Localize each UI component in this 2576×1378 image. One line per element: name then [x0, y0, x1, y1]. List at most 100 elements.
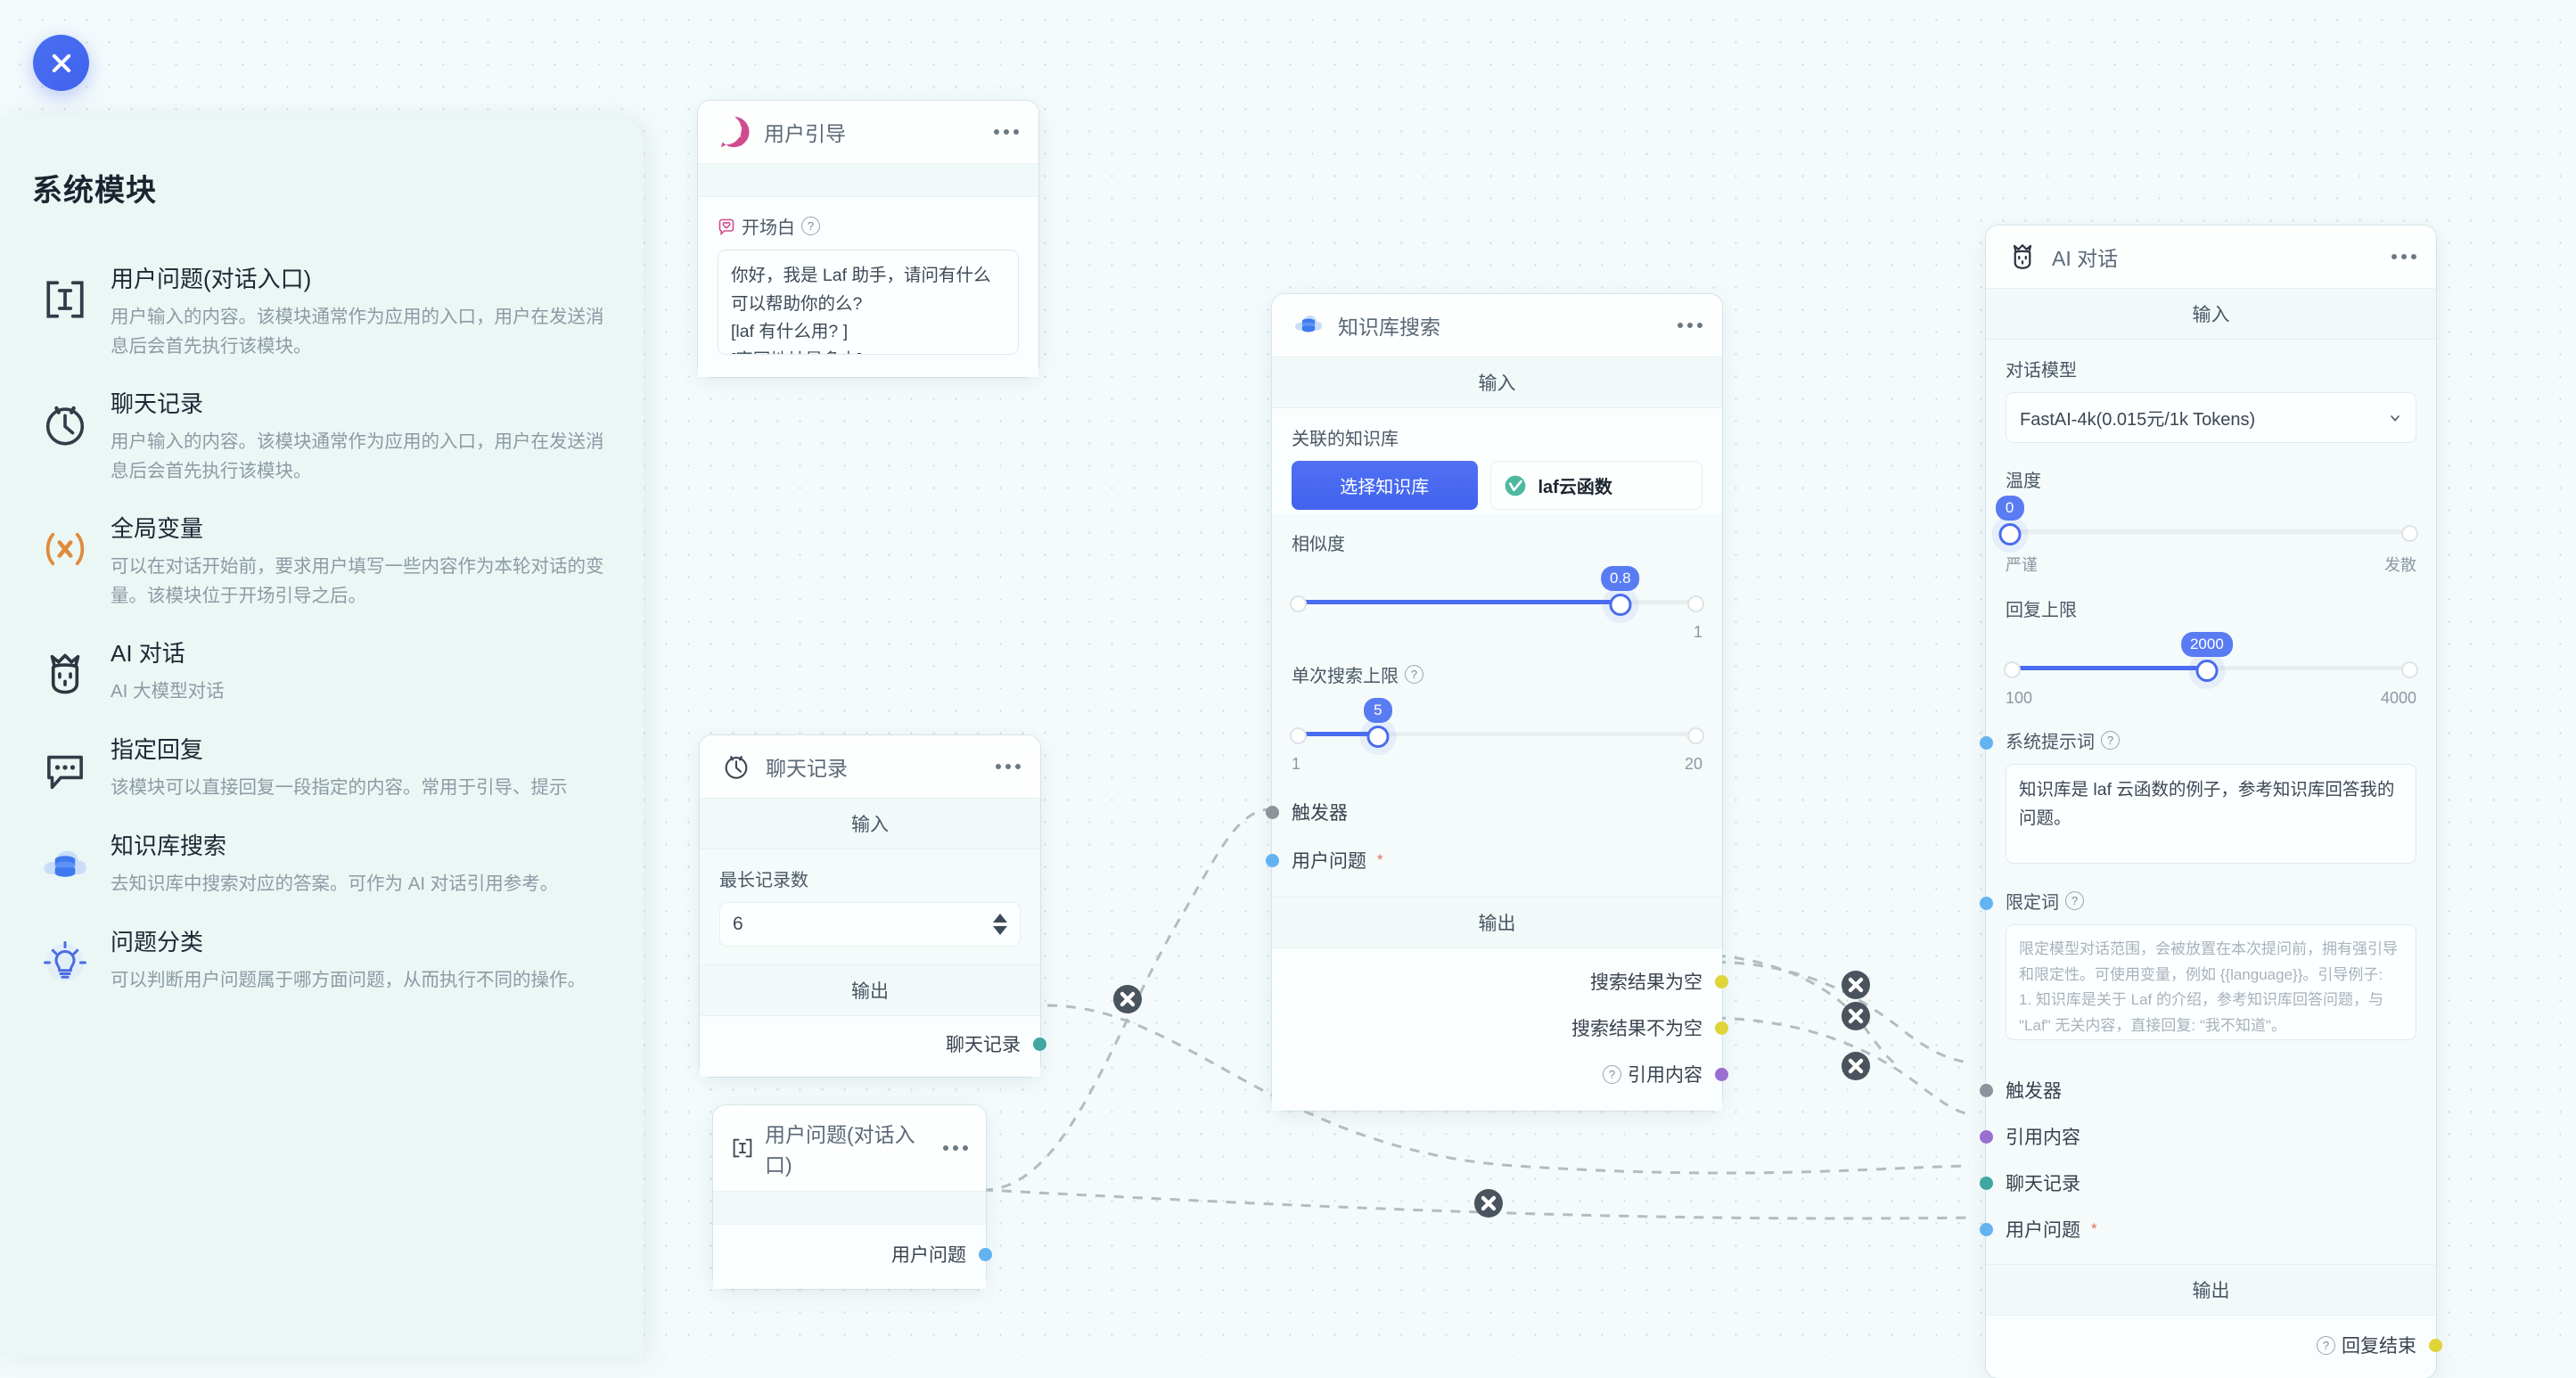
slider-end-right	[2401, 525, 2418, 542]
help-icon[interactable]: ?	[1603, 1064, 1621, 1084]
port-dot[interactable]	[1980, 1176, 1993, 1190]
input-port-trigger[interactable]: 触发器	[1266, 799, 1702, 825]
node-header[interactable]: AI 对话	[1986, 226, 2436, 288]
similarity-slider[interactable]: 0.8	[1290, 566, 1704, 628]
sidebar-item-user-question[interactable]: 用户问题(对话入口) 用户输入的内容。该模块通常作为应用的入口，用户在发送消息后…	[0, 249, 644, 373]
output-port-chat-history[interactable]: 聊天记录	[719, 1030, 1046, 1057]
port-dot[interactable]	[1715, 1021, 1728, 1035]
system-prompt-textarea[interactable]	[2006, 764, 2416, 864]
node-body-model: 对话模型 FastAI-4k(0.015元/1k Tokens)	[1986, 340, 2436, 452]
search-limit-slider[interactable]: 5	[1290, 698, 1704, 760]
module-desc: 去知识库中搜索对应的答案。可作为 AI 对话引用参考。	[111, 873, 559, 894]
help-icon[interactable]: ?	[2317, 1335, 2335, 1355]
port-dot[interactable]	[1033, 1037, 1046, 1051]
slider-max: 1	[1693, 623, 1702, 641]
node-title: AI 对话	[2052, 247, 2119, 270]
port-label: 引用内容	[1628, 1065, 1702, 1086]
more-icon[interactable]	[994, 760, 1022, 773]
node-ai-chat[interactable]: AI 对话 输入 对话模型 FastAI-4k(0.015元/1k Tokens…	[1980, 226, 2442, 1378]
input-port-system-prompt-dot[interactable]	[1980, 736, 1993, 750]
port-label: 触发器	[2006, 1081, 2062, 1102]
quantity-stepper[interactable]	[993, 914, 1007, 935]
more-icon[interactable]	[2390, 250, 2418, 263]
input-port-qualifier-dot[interactable]	[1980, 897, 1993, 910]
port-dot[interactable]	[1266, 853, 1279, 867]
stepper-down-icon[interactable]	[993, 926, 1007, 935]
port-label: 搜索结果为空	[1590, 972, 1702, 993]
slider-min: 1	[1292, 755, 1301, 773]
sidebar-item-global-variable[interactable]: 全局变量 可以在对话开始前，要求用户填写一些内容作为本轮对话的变量。该模块位于开…	[0, 498, 644, 623]
node-header[interactable]: 用户问题(对话入口)	[713, 1105, 986, 1191]
chevron-down-icon[interactable]	[2388, 411, 2402, 425]
temperature-slider[interactable]: 0	[1995, 496, 2418, 558]
node-kb-search[interactable]: 知识库搜索 输入 关联的知识库 选择知识库 laf云函数 相似度 0.8	[1266, 294, 1728, 1111]
port-dot[interactable]	[2429, 1338, 2442, 1352]
node-header[interactable]: 知识库搜索	[1272, 294, 1722, 357]
help-icon[interactable]: ?	[2101, 731, 2120, 750]
output-port-search-empty[interactable]: 搜索结果为空	[1292, 968, 1728, 995]
output-port-quote-content[interactable]: ? 引用内容	[1292, 1061, 1728, 1087]
slider-track	[2006, 529, 2416, 534]
dataset-chip[interactable]: laf云函数	[1489, 461, 1702, 510]
slider-knob[interactable]	[1998, 523, 2022, 545]
module-desc: 可以判断用户问题属于哪方面问题，从而执行不同的操作。	[111, 969, 586, 990]
node-user-question[interactable]: 用户问题(对话入口) 用户问题	[713, 1105, 992, 1289]
opening-statement-textarea[interactable]	[718, 250, 1019, 355]
sidebar-item-question-classify[interactable]: 问题分类 可以判断用户问题属于哪方面问题，从而执行不同的操作。	[0, 912, 644, 1008]
qualifier-text: 限定词	[2006, 893, 2059, 913]
node-title: 知识库搜索	[1338, 316, 1440, 339]
temperature-range: 严谨 发散	[2006, 553, 2416, 576]
input-port-user-question[interactable]: 用户问题*	[1980, 1216, 2416, 1243]
input-port-trigger[interactable]: 触发器	[1980, 1077, 2416, 1103]
node-header[interactable]: 聊天记录	[700, 735, 1040, 798]
node-chat-history[interactable]: 聊天记录 输入 最长记录数 6 输出 聊天记录	[700, 735, 1046, 1077]
port-label: 搜索结果不为空	[1571, 1019, 1702, 1039]
node-title: 用户引导	[764, 122, 846, 145]
node-user-guide[interactable]: Hi 用户引导 开场白 ?	[698, 101, 1038, 377]
more-icon[interactable]	[992, 126, 1021, 138]
sidebar-item-kb-search[interactable]: 知识库搜索 去知识库中搜索对应的答案。可作为 AI 对话引用参考。	[0, 816, 644, 912]
port-dot[interactable]	[1980, 1129, 1993, 1144]
select-dataset-button[interactable]: 选择知识库	[1292, 461, 1478, 510]
dataset-label: 关联的知识库	[1292, 430, 1399, 449]
section-input-label: 输入	[1986, 288, 2436, 340]
sidebar-item-specified-reply[interactable]: 指定回复 该模块可以直接回复一段指定的内容。常用于引导、提示	[0, 719, 644, 816]
help-icon[interactable]: ?	[1405, 665, 1423, 684]
more-icon[interactable]	[1676, 319, 1704, 332]
slider-knob[interactable]	[2195, 660, 2219, 682]
slider-end-left	[1290, 595, 1307, 612]
output-port-search-not-empty[interactable]: 搜索结果不为空	[1292, 1014, 1728, 1041]
stepper-up-icon[interactable]	[993, 914, 1007, 923]
slider-value-bubble: 5	[1363, 698, 1392, 723]
slider-knob[interactable]	[1609, 594, 1632, 616]
more-icon[interactable]	[941, 1142, 970, 1154]
node-header[interactable]: Hi 用户引导	[698, 101, 1038, 163]
sidebar-item-ai-chat[interactable]: AI 对话 AI 大模型对话	[0, 623, 644, 719]
section-output-label: 输出	[700, 964, 1040, 1016]
help-icon[interactable]: ?	[2065, 891, 2084, 910]
output-port-user-question[interactable]: 用户问题	[733, 1241, 992, 1267]
port-label: 聊天记录	[946, 1035, 1021, 1055]
port-dot[interactable]	[1980, 1083, 1993, 1097]
slider-knob[interactable]	[1366, 726, 1390, 748]
node-divider	[713, 1191, 986, 1225]
model-select[interactable]: FastAI-4k(0.015元/1k Tokens)	[2006, 392, 2416, 443]
port-dot[interactable]	[979, 1247, 992, 1261]
port-dot[interactable]	[1715, 974, 1728, 988]
port-dot[interactable]	[1715, 1067, 1728, 1081]
close-icon[interactable]	[33, 35, 89, 91]
max-tokens-slider[interactable]: 2000	[2004, 632, 2418, 694]
port-dot[interactable]	[1266, 805, 1279, 819]
node-outputs: 聊天记录	[700, 1016, 1046, 1077]
sidebar-item-chat-history[interactable]: 聊天记录 用户输入的内容。该模块通常作为应用的入口，用户在发送消息后会首先执行该…	[0, 373, 644, 498]
input-port-chat-history[interactable]: 聊天记录	[1980, 1169, 2416, 1196]
port-dot[interactable]	[1980, 1222, 1993, 1236]
help-icon[interactable]: ?	[801, 217, 820, 235]
qualifier-textarea[interactable]	[2006, 924, 2416, 1040]
max-records-input[interactable]: 6	[719, 902, 1021, 947]
output-port-reply-end[interactable]: ? 回复结束	[2006, 1332, 2442, 1358]
input-port-user-question[interactable]: 用户问题*	[1266, 847, 1702, 874]
search-limit-range: 1 20	[1292, 755, 1702, 774]
slider-max: 4000	[2380, 689, 2416, 707]
input-port-quote-content[interactable]: 引用内容	[1980, 1123, 2416, 1150]
